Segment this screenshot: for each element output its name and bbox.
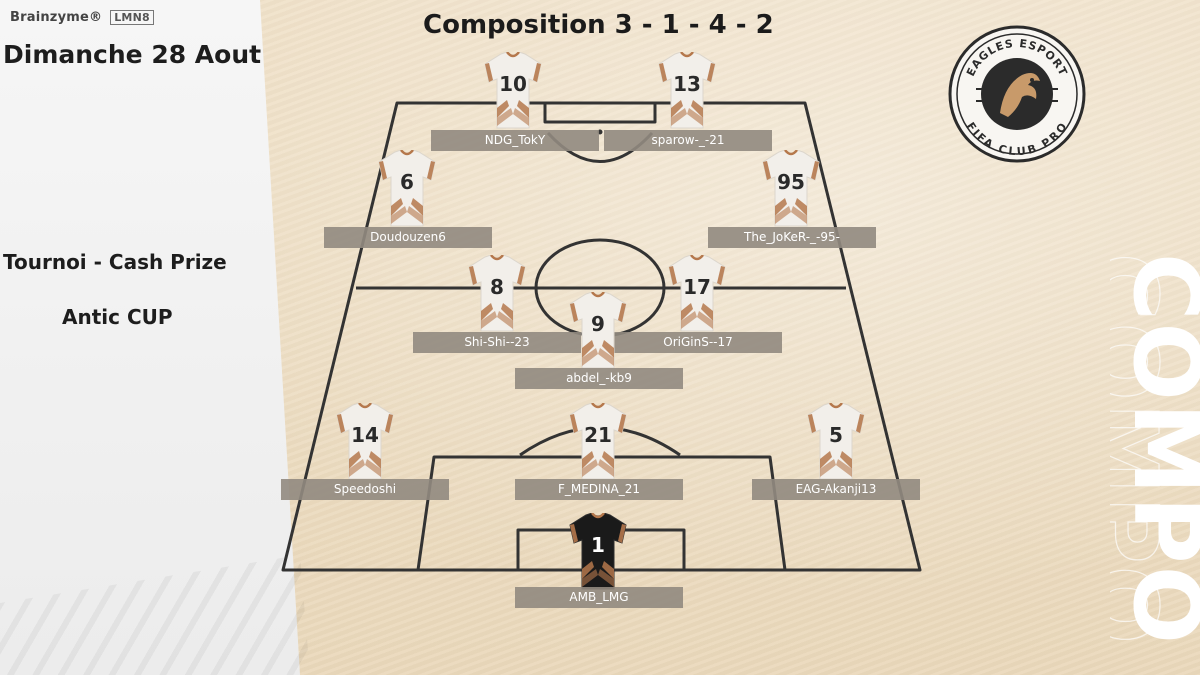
jersey-number: 1 (591, 533, 605, 557)
player-name-plate: NDG_TokY (431, 130, 599, 151)
jersey-number: 8 (490, 275, 504, 299)
jersey-icon (761, 149, 821, 228)
jersey-icon (657, 51, 717, 130)
pitch-boundary (281, 101, 922, 572)
player-name-plate: F_MEDINA_21 (515, 479, 683, 500)
event-name: Antic CUP (62, 305, 173, 329)
goalkeeper-jersey-icon (568, 512, 628, 591)
jersey-icon (667, 254, 727, 333)
event-type: Tournoi - Cash Prize (3, 250, 227, 274)
jersey-icon (467, 254, 527, 333)
jersey-number: 14 (351, 423, 379, 447)
player-name-plate: abdel_-kb9 (515, 368, 683, 389)
match-date: Dimanche 28 Aout (3, 40, 262, 69)
player-name-plate: AMB_LMG (515, 587, 683, 608)
player-name-plate: OriGinS--17 (614, 332, 782, 353)
sponsor-logos: Brainzyme® LMN8 (10, 10, 154, 25)
jersey-icon (806, 402, 866, 481)
player-name-plate: EAG-Akanji13 (752, 479, 920, 500)
side-compo-word: COMPO COMPO (1110, 252, 1200, 646)
top-goal-box (543, 103, 657, 124)
eagles-esport-logo: EAGLES ESPORT FIFA CLUB PRO (948, 25, 1086, 163)
jersey-number: 5 (829, 423, 843, 447)
player-name-plate: The_JoKeR-_-95- (708, 227, 876, 248)
jersey-number: 13 (673, 72, 701, 96)
jersey-number: 95 (777, 170, 805, 194)
jersey-number: 10 (499, 72, 527, 96)
jersey-icon (483, 51, 543, 130)
player-name-plate: Shi-Shi--23 (413, 332, 581, 353)
sponsor-brainzyme: Brainzyme® (10, 10, 103, 25)
side-word-outline: COMPO (1110, 253, 1177, 646)
formation-title: Composition 3 - 1 - 4 - 2 (423, 10, 774, 40)
jersey-number: 21 (584, 423, 612, 447)
jersey-icon (377, 149, 437, 228)
player-name-plate: Speedoshi (281, 479, 449, 500)
jersey-icon (335, 402, 395, 481)
jersey-icon (568, 291, 628, 370)
jersey-number: 17 (683, 275, 711, 299)
jersey-number: 9 (591, 312, 605, 336)
jersey-icon (568, 402, 628, 481)
player-name-plate: sparow-_-21 (604, 130, 772, 151)
left-panel (0, 0, 300, 675)
jersey-number: 6 (400, 170, 414, 194)
side-word-solid: COMPO (1113, 253, 1200, 646)
player-name-plate: Doudouzen6 (324, 227, 492, 248)
sponsor-lmn8: LMN8 (110, 10, 154, 25)
